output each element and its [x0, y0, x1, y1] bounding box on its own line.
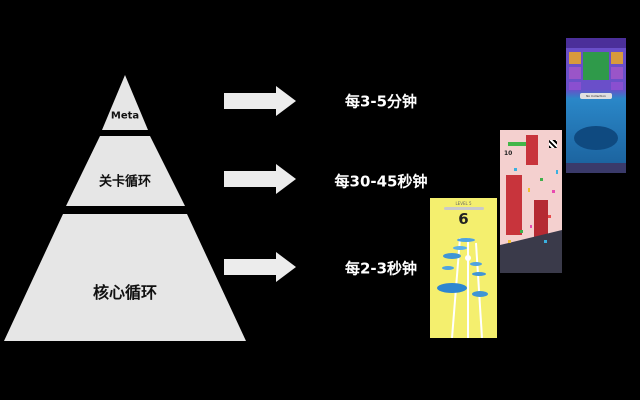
core-loop-screenshot: LEVEL 5 6 — [430, 198, 497, 338]
tier-label-meta: Meta — [110, 110, 140, 122]
disc — [472, 272, 486, 276]
level-number: 6 — [458, 210, 469, 228]
pyramid-tier-meta — [102, 75, 148, 130]
disc — [442, 266, 454, 270]
disc — [443, 253, 461, 259]
arrow-level — [224, 164, 296, 194]
collection-button[interactable]: No Collection — [580, 93, 612, 99]
frequency-core-loop: 每2-3秒钟 — [344, 259, 418, 278]
tower-scene — [500, 135, 562, 273]
disc — [437, 283, 467, 293]
ball — [465, 255, 471, 261]
frequency-meta: 每3-5分钟 — [344, 92, 418, 111]
collection-grid — [569, 52, 623, 150]
disc — [457, 238, 475, 242]
pyramid-tier-level — [66, 136, 185, 206]
tower-graphic — [437, 237, 488, 338]
disc — [472, 291, 488, 297]
disc — [470, 262, 482, 266]
frequency-level-loop: 每30-45秒钟 — [334, 172, 428, 191]
arrow-core — [224, 252, 296, 282]
bottom-nav — [566, 163, 626, 173]
disc — [453, 246, 467, 250]
pyramid-tier-core — [4, 214, 246, 341]
finish-flag-icon — [549, 140, 557, 148]
arrow-meta — [224, 86, 296, 116]
level-loop-screenshot: 10 — [500, 130, 562, 273]
level-progress-bar — [444, 207, 484, 210]
score-label: 10 — [504, 150, 513, 157]
tier-label-level-loop: 关卡循环 — [98, 174, 152, 190]
level-caption: LEVEL 5 — [455, 201, 472, 206]
meta-screenshot: No Collection — [566, 38, 626, 173]
level-progress-bar — [508, 142, 536, 146]
top-bar — [566, 38, 626, 48]
tier-label-core-loop: 核心循环 — [92, 283, 158, 302]
